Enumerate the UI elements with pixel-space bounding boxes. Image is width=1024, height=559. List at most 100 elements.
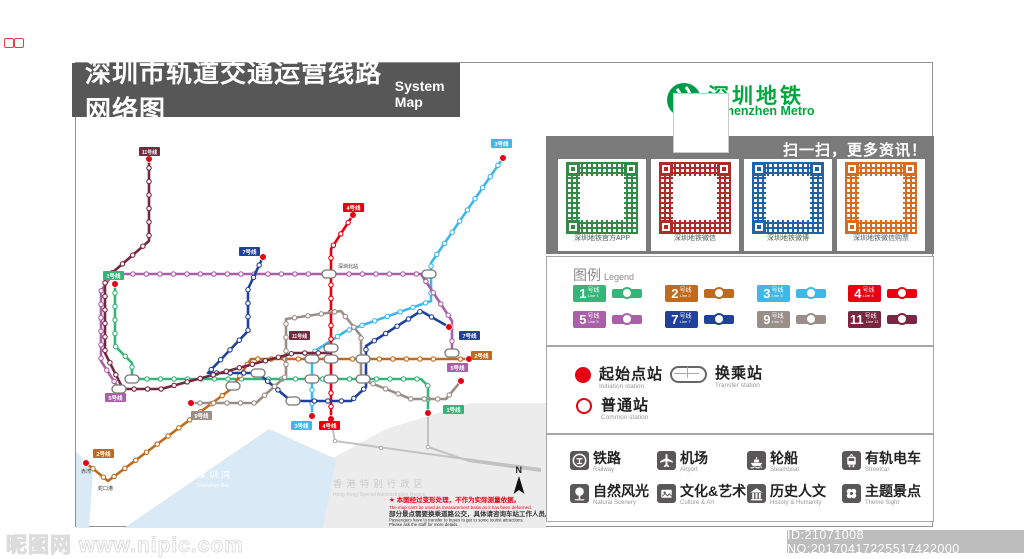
metro-line-3: [309, 156, 505, 418]
station-legend-box: 起始点站 Initiation station 换乘站 Transfer sta…: [546, 346, 934, 434]
common-station-dot: [112, 317, 118, 323]
transfer-station-pill: [323, 343, 339, 353]
transfer-station-pill: [444, 348, 460, 358]
poi-label-en: History & Humanity: [770, 500, 822, 506]
qr-card-label: 深圳地铁官方APP: [573, 235, 630, 242]
line-1-sample: [612, 287, 642, 299]
line-3-sample: [796, 287, 826, 299]
qr-code-icon: [845, 162, 917, 234]
region-label-zh: 深圳湾: [197, 469, 233, 480]
water-area: [76, 451, 93, 528]
common-station-dot: [382, 330, 389, 337]
common-station-dot: [98, 301, 104, 308]
image-id-bar: ID:21071008 NO:20170417225517422000: [787, 528, 1024, 556]
common-station-dot: [346, 271, 352, 277]
poi-label-en: Theme Sight: [865, 500, 900, 506]
common-station-dot: [283, 321, 289, 327]
common-station-dot: [430, 289, 437, 296]
page-title-en: System Map: [394, 78, 445, 110]
common-station-dot: [119, 261, 126, 267]
blank-patch: [673, 93, 729, 153]
history-icon: [747, 484, 766, 503]
common-station-dot: [373, 271, 379, 277]
qr-blank-patch: [673, 176, 717, 220]
common-station-dot: [445, 312, 451, 318]
common-station-dot: [464, 207, 471, 213]
common-station-dot: [334, 333, 341, 340]
qr-cards: 深圳地铁官方APP 深圳地铁微信深圳地铁微博 深圳地铁微信购票: [558, 159, 925, 251]
common-station-dot: [417, 356, 423, 362]
terminus-station-dot: [82, 459, 90, 467]
common-station-dot: [104, 367, 110, 373]
common-station-dot: [351, 324, 357, 330]
map-line-7-badge: 7号线: [459, 331, 480, 340]
common-station-dot: [143, 271, 150, 277]
theme-icon: [842, 484, 861, 503]
common-station-dot: [434, 396, 441, 402]
common-station-dot: [225, 376, 231, 382]
common-station-dot: [446, 392, 453, 398]
common-station-dot: [144, 376, 150, 382]
line-2-sample: [704, 287, 734, 299]
transfer-station-pill: [323, 354, 339, 364]
svg-text:3号线: 3号线: [294, 422, 309, 430]
common-station-dot: [283, 348, 289, 354]
common-station-dot: [219, 392, 225, 399]
common-station-dot: [208, 366, 215, 373]
title-bar: 深圳市轨道交通运营线路网络图 System Map: [72, 58, 460, 125]
common-station-dot: [112, 303, 118, 310]
common-station-dot: [107, 359, 113, 366]
poi-label-zh: 有轨电车: [865, 450, 921, 466]
hong-kong-land: [301, 403, 546, 528]
common-station-dot: [430, 356, 437, 362]
common-station-dot: [271, 383, 278, 390]
map-line-1-badge: 1号线: [443, 405, 464, 414]
common-station-dot: [479, 184, 486, 191]
common-station-dot: [98, 288, 104, 294]
qr-card: 深圳地铁微信购票: [837, 159, 925, 251]
common-station-dot: [112, 290, 118, 296]
common-station-dot: [265, 271, 271, 277]
common-station-dot: [245, 327, 251, 333]
line-5-sample: [612, 313, 642, 325]
common-station-dot: [400, 271, 406, 277]
railway-icon: [570, 451, 589, 470]
common-station-dot: [288, 350, 295, 357]
svg-text:7号线: 7号线: [242, 248, 257, 256]
poi-label-zh: 自然风光: [593, 483, 649, 499]
common-station-dot: [146, 205, 152, 212]
common-station-dot: [295, 356, 302, 362]
common-station-dot: [291, 315, 298, 321]
common-station-dot: [112, 330, 118, 337]
common-station-dot: [102, 307, 108, 313]
culture-icon: [657, 484, 676, 503]
map-line-11-badge: 11号线: [139, 147, 160, 156]
common-station-dot: [256, 262, 262, 268]
common-station-dot: [245, 300, 251, 306]
common-station-dot: [487, 173, 494, 180]
poi-label-zh: 历史人文: [770, 483, 826, 499]
map-line-4-badge: 4号线: [319, 421, 340, 430]
common-station-dot: [382, 386, 389, 392]
qr-card: 深圳地铁微信: [651, 159, 739, 251]
qr-card-label: 深圳地铁微博: [767, 235, 809, 242]
qr-card-label: 深圳地铁微信购票: [853, 235, 909, 242]
common-station-dot: [261, 392, 268, 399]
page-title-zh: 深圳市轨道交通运营线路网络图: [85, 58, 383, 125]
hk-rail-station-dot: [378, 445, 384, 451]
map-notes: ★ 本图经过变形处理，不作为实际测量依据。The map can't be us…: [389, 495, 546, 527]
common-station-dot: [102, 293, 108, 300]
qr-blank-patch: [859, 176, 903, 220]
svg-text:5号线: 5号线: [450, 364, 465, 372]
qr-blank-patch: [580, 176, 624, 220]
common-station-dot: [330, 242, 337, 248]
terminus-label-en: Initiation station: [599, 383, 645, 390]
common-station-dot: [407, 396, 414, 402]
